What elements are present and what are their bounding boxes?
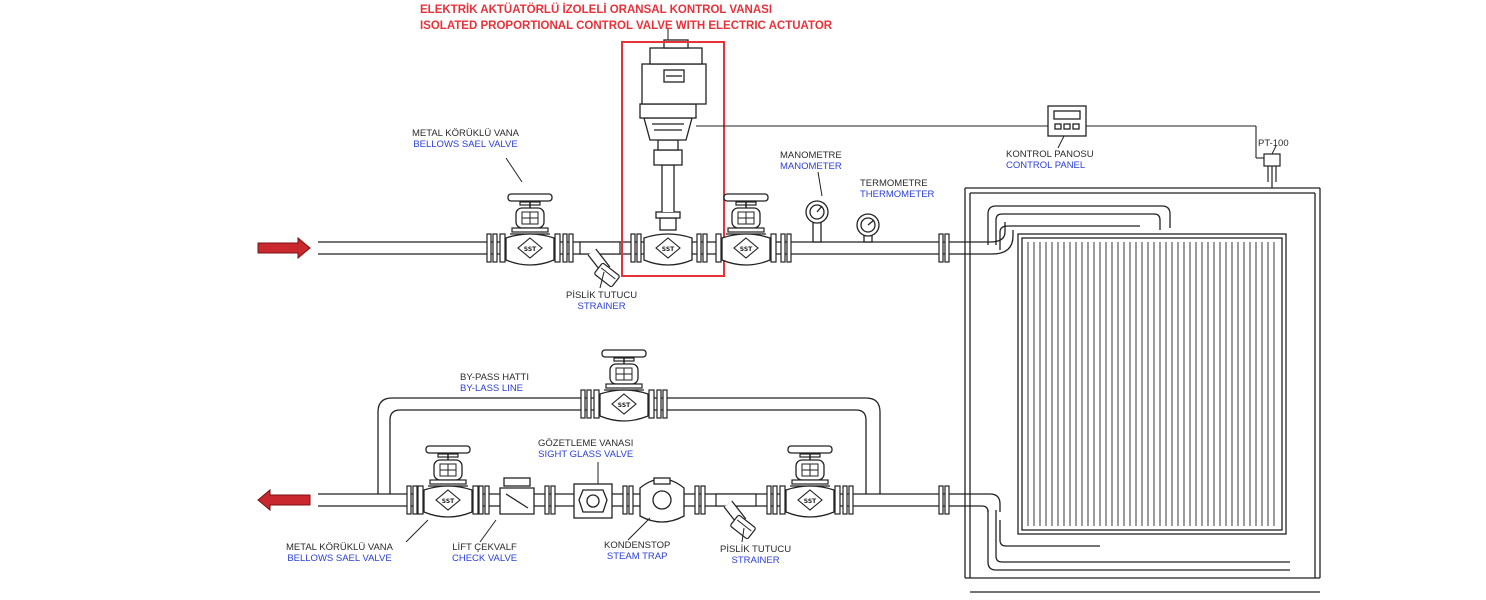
control-panel-box xyxy=(1047,105,1087,137)
label-sight-glass: GÖZETLEME VANASI SIGHT GLASS VALVE xyxy=(538,438,634,460)
heat-exchanger xyxy=(964,187,1321,593)
valve-badge-text: SST xyxy=(524,246,537,253)
steam-trap xyxy=(639,477,685,523)
heat-exchanger-tubes xyxy=(1027,242,1275,526)
thermometer-gauge xyxy=(856,213,880,243)
label-strainer-top: PİSLİK TUTUCU STRAINER xyxy=(566,290,638,312)
control-valve-with-actuator xyxy=(639,39,707,266)
label-pt100: PT-100 xyxy=(1258,138,1289,149)
strainer-inlet xyxy=(580,242,620,287)
bellows-valve-inlet xyxy=(499,193,561,266)
manometer-gauge xyxy=(805,200,829,243)
pt100-sensor xyxy=(1263,153,1281,188)
bypass-valve xyxy=(593,349,655,422)
label-bellows-valve-top: METAL KÖRÜKLÜ VANA BELLOWS SAEL VALVE xyxy=(412,128,519,150)
control-valve-highlight-box xyxy=(621,41,725,277)
check-valve xyxy=(499,477,535,515)
leader-lines xyxy=(405,135,1277,543)
outlet-arrow-icon xyxy=(257,488,311,512)
label-strainer-bottom: PİSLİK TUTUCU STRAINER xyxy=(720,544,792,566)
label-steam-trap: KONDENSTOP STEAM TRAP xyxy=(604,540,671,562)
label-thermometer: TERMOMETRE THERMOMETER xyxy=(860,178,935,200)
label-check-valve: LİFT ÇEKVALF CHECK VALVE xyxy=(452,542,518,564)
diagram-title: ELEKTRİK AKTÜATÖRLÜ İZOLELİ ORANSAL KONT… xyxy=(420,2,832,34)
bellows-valve-return xyxy=(779,445,841,518)
label-bypass-line: BY-PASS HATTI BY-LASS LINE xyxy=(460,372,529,394)
label-bellows-valve-bottom: METAL KÖRÜKLÜ VANA BELLOWS SAEL VALVE xyxy=(286,542,393,564)
title-en: ISOLATED PROPORTIONAL CONTROL VALVE WITH… xyxy=(420,20,833,32)
label-control-panel: KONTROL PANOSU CONTROL PANEL xyxy=(1006,149,1094,171)
inlet-arrow-icon xyxy=(257,236,311,260)
valve-badge-text: SST xyxy=(804,498,817,505)
title-tr: ELEKTRİK AKTÜATÖRLÜ İZOLELİ ORANSAL KONT… xyxy=(420,4,773,16)
valve-badge-text: SST xyxy=(740,246,753,253)
label-manometer: MANOMETRE MANOMETER xyxy=(780,150,842,172)
valve-badge-text: SST xyxy=(662,246,675,253)
bellows-valve-outlet xyxy=(417,445,479,518)
sight-glass xyxy=(573,483,613,519)
valve-badge-text: SST xyxy=(442,498,455,505)
valve-badge-text: SST xyxy=(618,402,631,409)
strainer-outlet xyxy=(716,494,756,539)
